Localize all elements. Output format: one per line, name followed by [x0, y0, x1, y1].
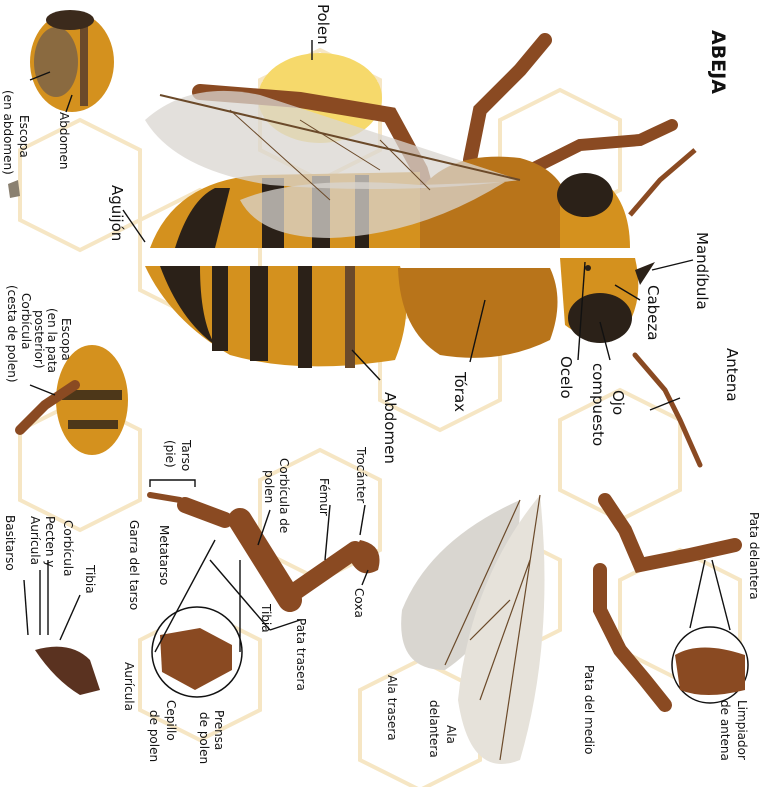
label-mandibula: Mandíbula	[693, 232, 711, 310]
label-de-antena: de antena	[718, 700, 732, 761]
small-bee-head	[46, 10, 94, 30]
label-escopa-pata-2: (en la pata	[45, 308, 59, 373]
label-compuesto: compuesto	[589, 363, 607, 446]
antenna-separate	[635, 355, 700, 465]
label-ala-delantera-2: delantera	[427, 700, 441, 758]
label-metatarso: Metatarso	[157, 525, 171, 585]
label-corbicula-leg: Corbícula	[19, 293, 33, 350]
front-leg-shape	[605, 500, 735, 565]
eye-upper	[557, 173, 613, 217]
wings-figure	[401, 495, 544, 764]
front-leg	[470, 40, 545, 160]
label-pata-delantera: Pata delantera	[747, 512, 761, 600]
label-tarso-pie: (pie)	[163, 440, 177, 468]
mid-leg-shape	[600, 570, 665, 705]
label-femur: Fémur	[317, 478, 331, 516]
ocellus	[585, 265, 591, 271]
stinger-fragment	[8, 180, 20, 198]
label-tibia-small: Tibia	[83, 564, 97, 594]
stripe	[68, 420, 118, 429]
label-pecten-y: Pecten y	[43, 516, 57, 567]
label-ocelo: Ocelo	[557, 356, 575, 399]
tarsus	[150, 495, 180, 500]
label-cabeza: Cabeza	[644, 285, 662, 340]
label-auricula-small: Aurícula	[28, 516, 42, 565]
compound-eye	[568, 293, 632, 343]
small-leg	[35, 647, 100, 695]
hind-leg-diagram	[150, 480, 380, 697]
label-tarso: Tarso	[179, 439, 193, 471]
label-ala-delantera: Ala	[444, 725, 458, 744]
label-antena: Antena	[723, 348, 741, 402]
label-escopa-abdomen-2: (en abdomen)	[1, 90, 15, 175]
thorax-lower	[398, 268, 558, 358]
label-auricula: Aurícula	[122, 662, 136, 711]
label-basitarso: Basitarso	[3, 515, 17, 571]
label-polen: Polen	[314, 4, 332, 45]
antenna-cleaner-detail	[675, 648, 745, 696]
front-mid-legs-figure	[600, 500, 748, 705]
label-corbicula-small: Corbícula	[61, 520, 75, 577]
label-pata-trasera: Pata trasera	[294, 618, 308, 691]
label-pata-del-medio: Pata del medio	[582, 665, 596, 754]
label-garra-del-tarso: Garra del tarso	[127, 520, 141, 610]
label-cepillo-2: de polen	[147, 710, 161, 762]
label-limpiador: Limpiador	[735, 700, 749, 760]
label-corbicula-leg-2: (cesta de polen)	[5, 285, 19, 383]
label-corbicula-de-polen: Corbícula de	[277, 458, 291, 533]
label-coxa: Coxa	[352, 588, 366, 618]
label-escopa-abdomen: Escopa	[17, 115, 31, 158]
stripe	[212, 266, 228, 351]
label-torax: Tórax	[451, 371, 469, 412]
label-abdomen-small: Abdomen	[57, 112, 71, 169]
stripe	[298, 266, 312, 368]
antenna-upper	[630, 150, 695, 215]
stripe	[345, 266, 355, 368]
label-corbicula-de-polen-2: polen	[262, 470, 276, 503]
escopa-abdomen-figure	[8, 10, 114, 198]
bee-upper-half	[145, 40, 695, 248]
page-title: ABEJA	[707, 30, 729, 94]
label-aguijon: Aguijón	[108, 185, 126, 241]
femur	[290, 550, 355, 595]
stripe	[250, 266, 268, 361]
label-tibia: Tibia	[259, 603, 273, 633]
label-escopa-pata: Escopa	[59, 318, 73, 361]
label-trocanter: Trocánter	[354, 446, 368, 503]
label-escopa-pata-3: posterior)	[32, 310, 46, 369]
small-bee-scopa	[34, 27, 78, 97]
label-prensa: Prensa	[212, 710, 226, 750]
label-abdomen-main: Abdomen	[381, 392, 399, 464]
label-ala-trasera: Ala trasera	[385, 675, 399, 741]
bee-lower-half	[145, 258, 700, 465]
label-prensa-2: de polen	[197, 712, 211, 764]
label-ojo: Ojo	[609, 390, 627, 415]
metatarsus	[185, 505, 225, 520]
stripe	[80, 18, 88, 106]
label-cepillo: Cepillo	[164, 700, 178, 741]
